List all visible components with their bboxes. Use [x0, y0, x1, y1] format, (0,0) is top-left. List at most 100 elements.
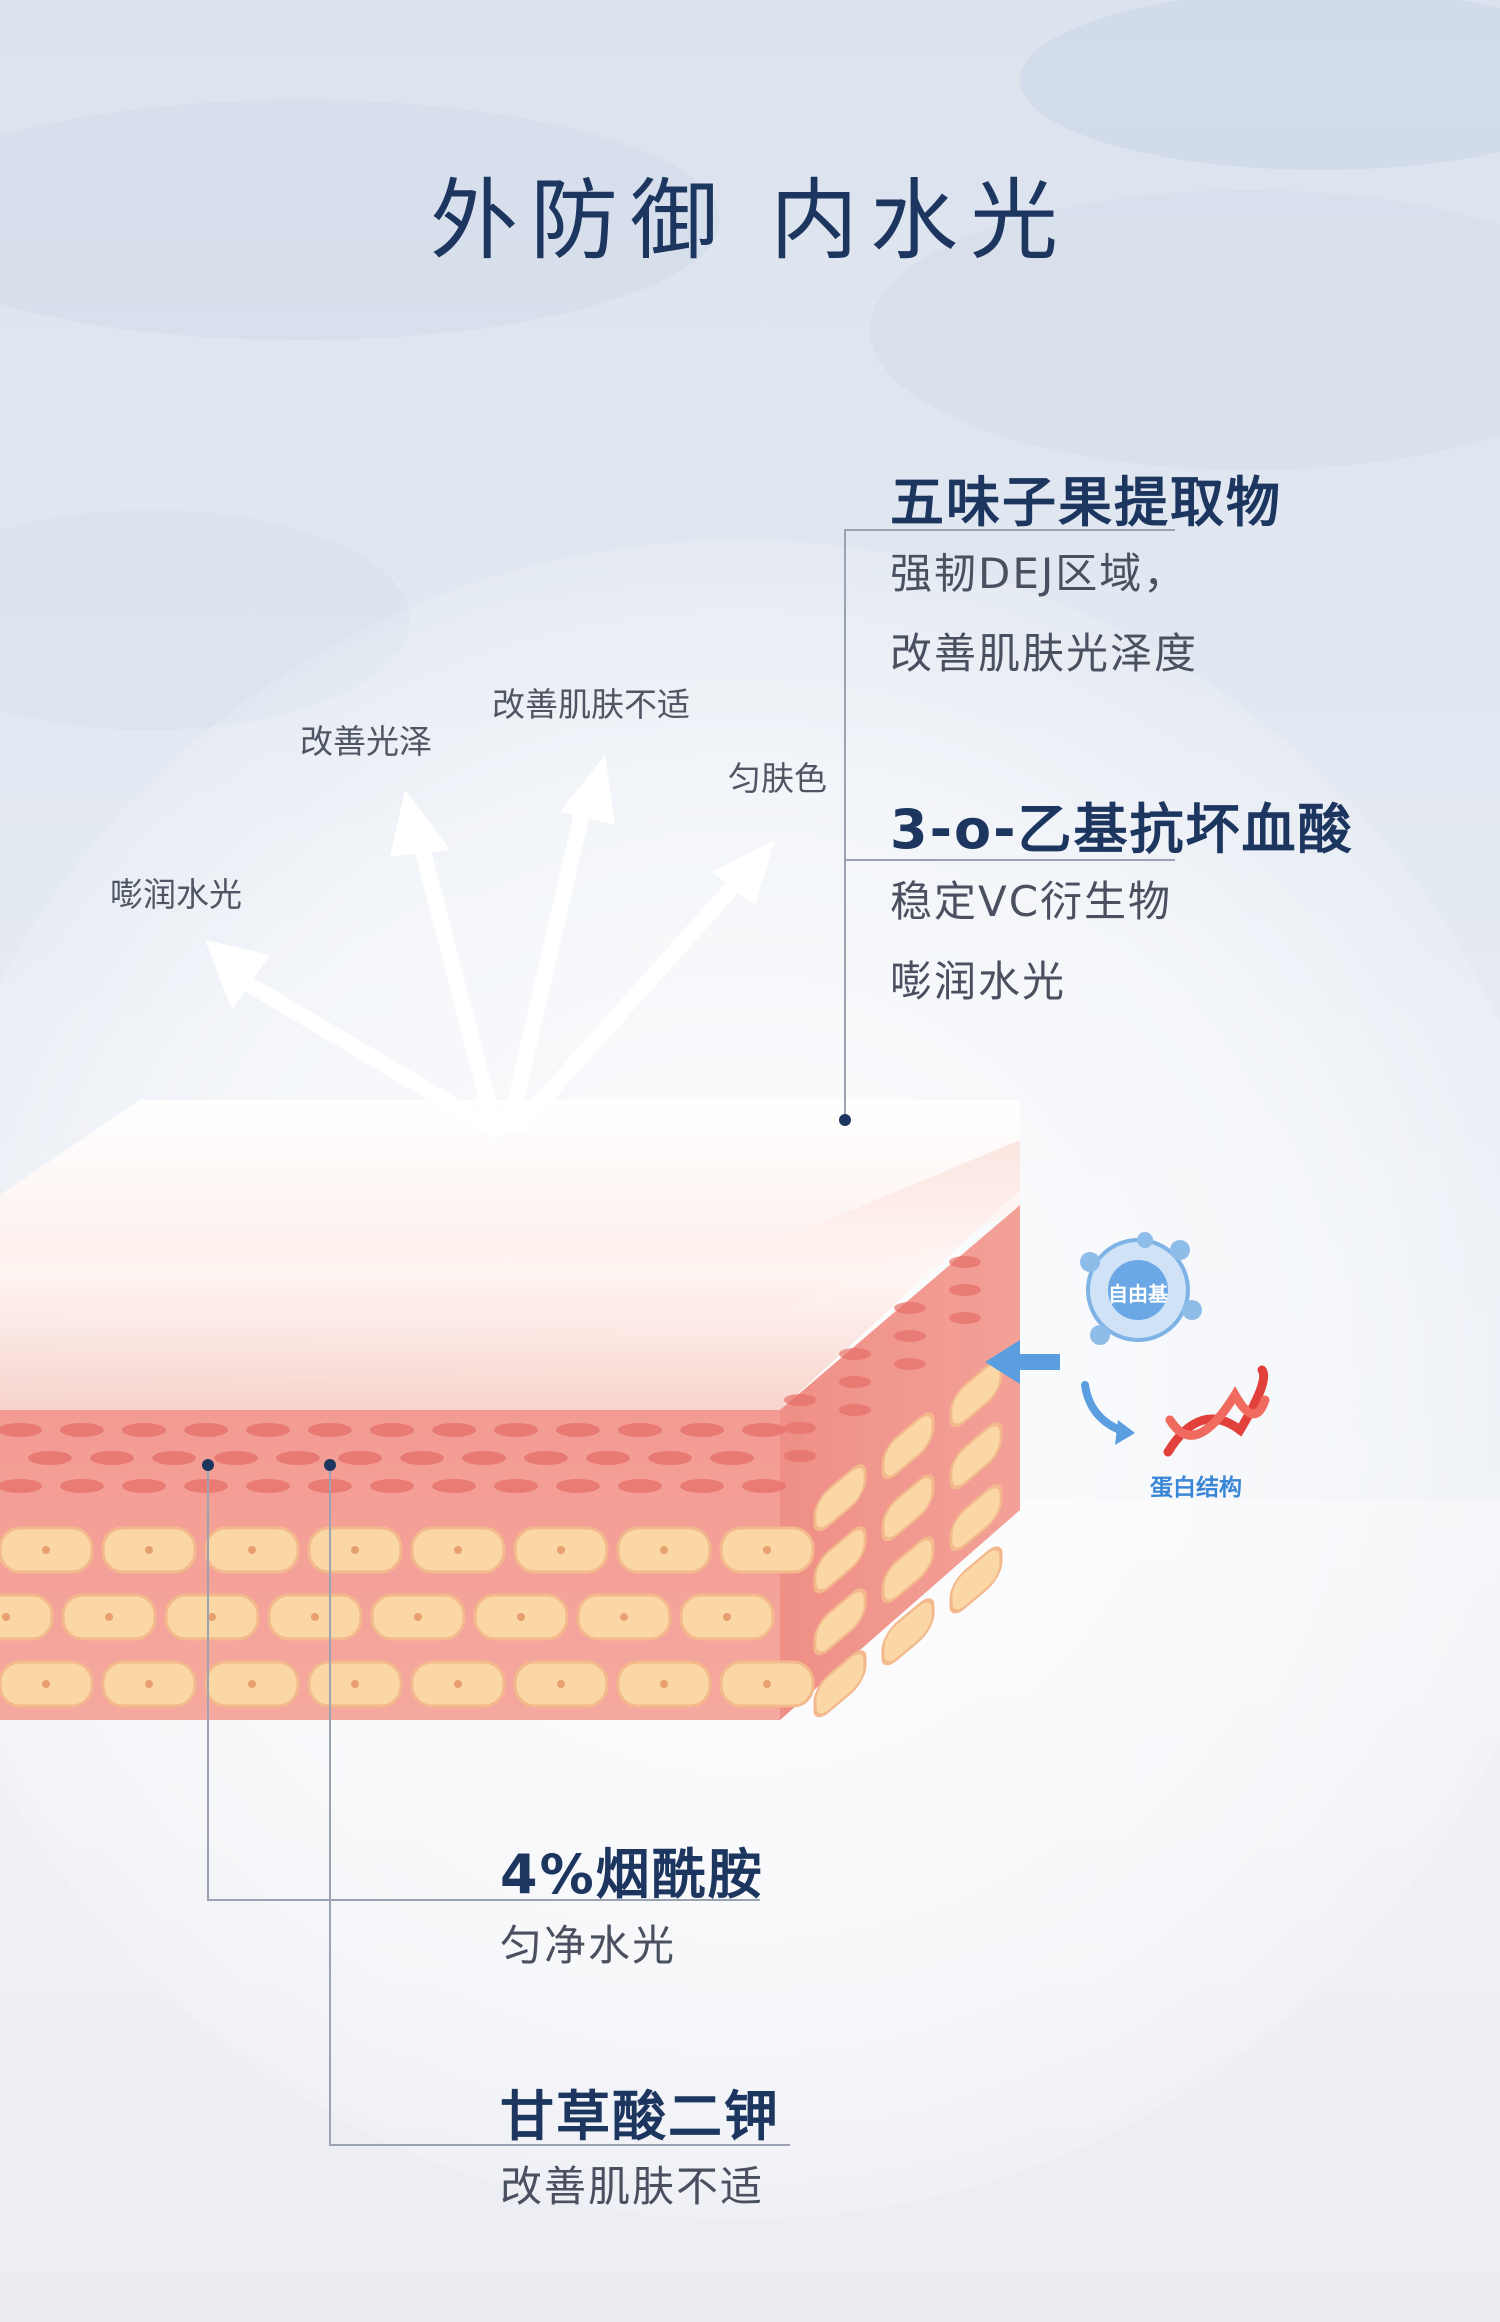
- cell-nucleus: [454, 1680, 462, 1688]
- cell-nucleus: [763, 1546, 771, 1554]
- cell-nucleus: [557, 1546, 565, 1554]
- cell-nucleus: [311, 1613, 319, 1621]
- side-skin-cell: [813, 1650, 867, 1718]
- light-arrows: [242, 792, 738, 1138]
- arrow-label-even-tone: 匀肤色: [728, 759, 827, 798]
- epidermis-dot: [400, 1451, 444, 1465]
- side-epidermis-dot: [784, 1422, 816, 1434]
- arrow-up-icon: [502, 792, 593, 1133]
- curved-arrow-head: [1115, 1420, 1135, 1445]
- epidermis-dot: [370, 1423, 414, 1437]
- side-epidermis-dot: [784, 1450, 816, 1462]
- cell-nucleus: [42, 1680, 50, 1688]
- side-skin-cell: [881, 1474, 935, 1542]
- side-skin-cell: [881, 1598, 935, 1666]
- epidermis-dot: [60, 1479, 104, 1493]
- side-epidermis-dot: [839, 1404, 871, 1416]
- side-epidermis-dot: [894, 1302, 926, 1314]
- epidermis-dot: [586, 1451, 630, 1465]
- epidermis-dot: [184, 1479, 228, 1493]
- cell-nucleus: [42, 1546, 50, 1554]
- clouds: [0, 0, 1500, 730]
- epidermis-dot: [0, 1423, 42, 1437]
- epidermis-dot: [370, 1479, 414, 1493]
- epidermis-dot: [462, 1451, 506, 1465]
- epidermis-cell-row: [0, 1423, 786, 1493]
- epidermis-dot: [246, 1479, 290, 1493]
- ingredient-niacinamide-name: 4%烟酰胺: [500, 1843, 764, 1906]
- skin-bright-band: [0, 1140, 1020, 1410]
- arrow-up-icon: [412, 832, 503, 1138]
- cell-nucleus: [145, 1680, 153, 1688]
- side-epidermis-dot: [949, 1256, 981, 1268]
- side-skin-cell: [881, 1412, 935, 1480]
- side-epidermis-dot: [839, 1376, 871, 1388]
- leader-lines: [207, 529, 1175, 2146]
- arrow-label-soothe-skin: 改善肌肤不适: [492, 685, 690, 724]
- cell-nucleus: [763, 1680, 771, 1688]
- leader-dot: [839, 1114, 851, 1126]
- epidermis-dot: [246, 1423, 290, 1437]
- ingredient-schisandra-name: 五味子果提取物: [890, 471, 1282, 534]
- epidermis-dot: [742, 1423, 786, 1437]
- ingredient-niacinamide-desc: 匀净水光: [500, 1921, 677, 1970]
- side-epidermis-dot: [894, 1358, 926, 1370]
- ingredient-glycyrrhizinate-name: 甘草酸二钾: [500, 2085, 780, 2148]
- epidermis-dot: [432, 1479, 476, 1493]
- arrow-label-improve-gloss: 改善光泽: [300, 722, 432, 761]
- arrowheads: [205, 755, 775, 1010]
- cell-nucleus: [351, 1680, 359, 1688]
- side-epidermis-dot: [894, 1330, 926, 1342]
- leader-dot: [202, 1459, 214, 1471]
- side-skin-cell: [813, 1588, 867, 1656]
- cell-nucleus: [517, 1613, 525, 1621]
- epidermis-dot: [122, 1479, 166, 1493]
- epidermis-dot: [214, 1451, 258, 1465]
- cell-nucleus: [620, 1613, 628, 1621]
- ingredient-vc-name: 3-o-乙基抗坏血酸: [890, 798, 1354, 861]
- epidermis-dot: [152, 1451, 196, 1465]
- epidermis-dot: [556, 1423, 600, 1437]
- cell-nucleus: [248, 1546, 256, 1554]
- epidermis-dot: [90, 1451, 134, 1465]
- cell-nucleus: [723, 1613, 731, 1621]
- page-title: 外防御 内水光: [430, 169, 1070, 272]
- epidermis-dot: [60, 1423, 104, 1437]
- side-skin-cell: [881, 1536, 935, 1604]
- epidermis-dot: [524, 1451, 568, 1465]
- ingredient-schisandra-desc-1: 强韧DEJ区域，: [890, 549, 1188, 598]
- leader-dot: [324, 1459, 336, 1471]
- epidermis-dot: [184, 1423, 228, 1437]
- epidermis-dot: [432, 1423, 476, 1437]
- side-skin-cell: [949, 1546, 1003, 1614]
- side-epidermis-dot: [784, 1394, 816, 1406]
- side-epidermis-dot: [949, 1312, 981, 1324]
- cell-nucleus: [145, 1546, 153, 1554]
- cell-nucleus: [248, 1680, 256, 1688]
- side-skin-cell: [949, 1484, 1003, 1552]
- protein-structure-label: 蛋白结构: [1150, 1475, 1242, 1501]
- dermis-cells: [0, 1526, 815, 1708]
- epidermis-dot: [28, 1451, 72, 1465]
- cell-nucleus: [557, 1680, 565, 1688]
- push-arrow-icon: [985, 1340, 1060, 1384]
- cell-nucleus: [105, 1613, 113, 1621]
- ingredient-vc-desc-2: 嘭润水光: [890, 957, 1067, 1006]
- free-radical-label: 自由基: [1108, 1282, 1168, 1306]
- epidermis-dot: [648, 1451, 692, 1465]
- side-epidermis-dot: [949, 1284, 981, 1296]
- epidermis-dot: [742, 1479, 786, 1493]
- cell-nucleus: [660, 1546, 668, 1554]
- ingredient-vc-desc-1: 稳定VC衍生物: [890, 877, 1173, 926]
- skin-cell: [0, 1593, 54, 1641]
- ingredient-schisandra-desc-2: 改善肌肤光泽度: [890, 629, 1199, 678]
- epidermis-dot: [618, 1479, 662, 1493]
- side-skin-cell: [813, 1526, 867, 1594]
- cell-nucleus: [454, 1546, 462, 1554]
- epidermis-dot: [680, 1479, 724, 1493]
- side-skin-cell: [949, 1422, 1003, 1490]
- arrow-up-icon: [242, 977, 503, 1138]
- cell-nucleus: [2, 1613, 10, 1621]
- side-cells: [784, 1256, 1003, 1718]
